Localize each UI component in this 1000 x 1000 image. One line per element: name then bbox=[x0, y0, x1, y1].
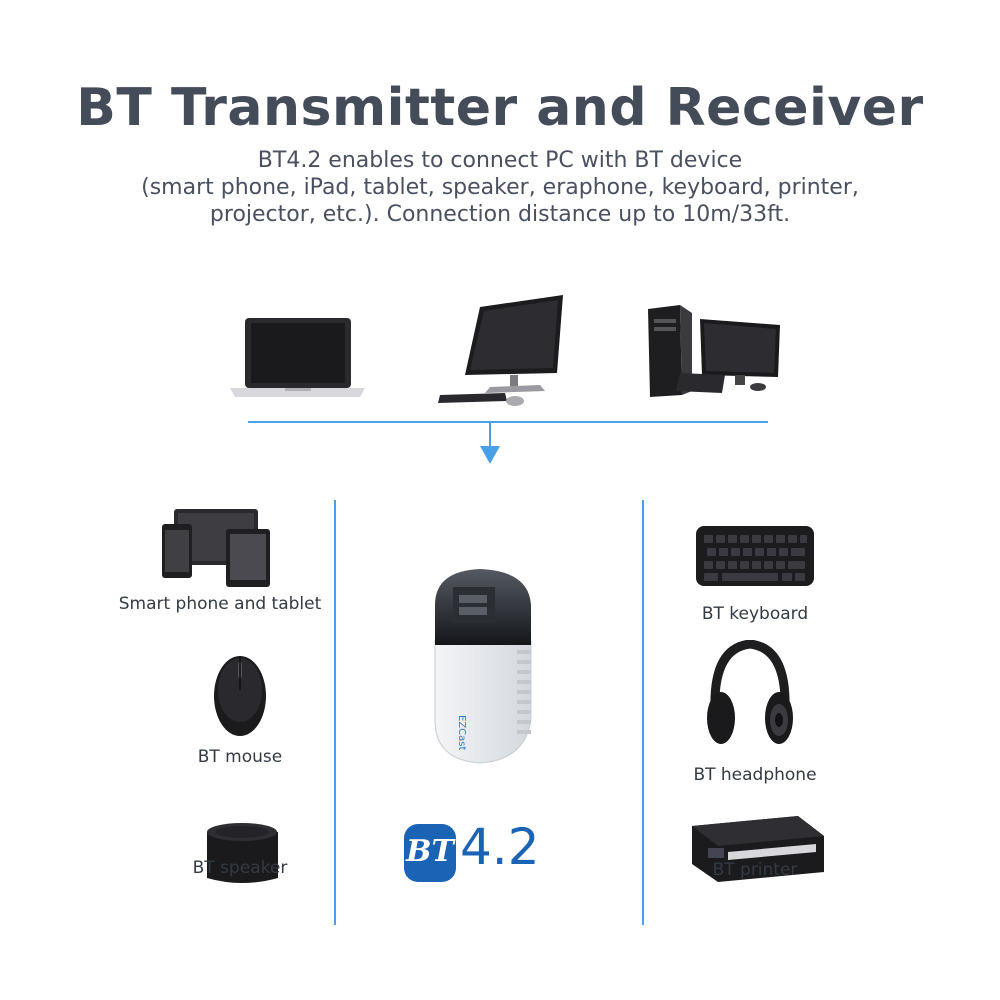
right-device-label-2: BT headphone bbox=[693, 765, 817, 785]
right-device-label-1: BT keyboard bbox=[701, 604, 809, 624]
desktop-tower-icon bbox=[648, 305, 780, 397]
monitor-icon bbox=[438, 295, 563, 406]
arrow-shaft bbox=[489, 422, 491, 450]
mouse-icon bbox=[214, 656, 266, 736]
subtitle-line-2: (smart phone, iPad, tablet, speaker, era… bbox=[141, 175, 859, 200]
dongle-brand-text: EZCast bbox=[456, 715, 467, 750]
right-device-label-3: BT printer bbox=[712, 860, 798, 880]
arrow-down-icon bbox=[480, 446, 500, 464]
bt-badge-letters: BT bbox=[406, 834, 454, 869]
laptop-icon bbox=[230, 318, 365, 397]
bt-badge: BT bbox=[404, 824, 456, 882]
phone-tablet-icon bbox=[162, 509, 270, 587]
page-title: BT Transmitter and Receiver bbox=[76, 78, 924, 138]
bt-version: 4.2 bbox=[460, 818, 540, 876]
bt-dongle-image: EZCast bbox=[434, 569, 532, 764]
printer-icon bbox=[692, 816, 824, 882]
left-device-label-2: BT mouse bbox=[197, 747, 283, 767]
headphone-icon bbox=[707, 640, 793, 744]
connection-line bbox=[248, 421, 768, 423]
left-device-label-3: BT speaker bbox=[192, 858, 288, 878]
subtitle-line-3: projector, etc.). Connection distance up… bbox=[209, 202, 791, 227]
subtitle-line-1: BT4.2 enables to connect PC with BT devi… bbox=[257, 148, 743, 173]
divider-left bbox=[334, 500, 336, 925]
keyboard-icon bbox=[696, 526, 814, 586]
speaker-icon bbox=[207, 823, 278, 883]
left-device-label-1: Smart phone and tablet bbox=[118, 594, 322, 614]
divider-right bbox=[642, 500, 644, 925]
